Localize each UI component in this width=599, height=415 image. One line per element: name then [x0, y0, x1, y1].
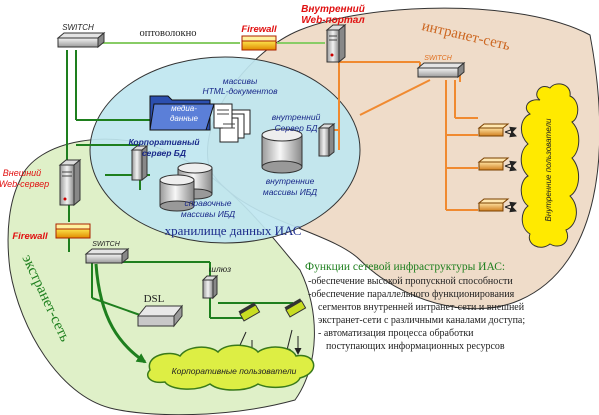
web-portal-server-icon — [325, 23, 347, 64]
switch-top-label: SWITCH — [62, 23, 94, 32]
switch-bottom-label: SWITCH — [92, 241, 121, 248]
corporate-db-server-label-2: сервер БД — [142, 148, 186, 158]
internal-db-server-label-2: Сервер БД — [275, 123, 318, 133]
functions-title: Функции сетевой инфраструктуры ИАС: — [305, 261, 505, 273]
ext-web-server-label-1: Внешний — [3, 168, 41, 178]
switch-bottom-icon — [84, 247, 130, 265]
internal-users-label: Внутренние пользователи — [544, 118, 553, 221]
functions-line-3: сегментов внутренней интранет-сети и вне… — [318, 302, 525, 313]
modem-icons — [238, 298, 307, 322]
connection-lines — [66, 42, 478, 364]
dsl-modem-icon — [136, 304, 184, 328]
media-folder-icon — [149, 95, 215, 131]
html-arrays-label-2: HTML-документов — [202, 86, 278, 96]
database-internal-icon — [261, 128, 303, 174]
media-label-1: медиа- — [171, 104, 197, 113]
internal-db-server-label-1: внутренний — [272, 112, 321, 122]
router-intranet-icons — [477, 123, 510, 212]
dsl-label: DSL — [144, 293, 165, 305]
firewall-top-icon — [241, 35, 277, 51]
ext-web-server-label-2: Web-сервер — [0, 179, 49, 189]
switch-top-icon — [56, 31, 106, 49]
firewall-top-label: Firewall — [241, 24, 277, 35]
reference-arrays-label-1: справочные — [184, 198, 231, 208]
functions-line-6: поступающих информационных ресурсов — [326, 341, 505, 352]
corporate-db-server-icon — [130, 144, 149, 182]
functions-line-5: - автоматизация процесса обработки — [318, 328, 474, 339]
corporate-users-cloud — [146, 344, 315, 391]
firewall-bottom-label: Firewall — [12, 231, 48, 242]
switch-intranet-label: SWITCH — [424, 55, 453, 62]
media-label-2: данные — [170, 114, 199, 123]
functions-text: Функции сетевой инфраструктуры ИАС: -обе… — [305, 261, 525, 352]
functions-line-4: экстранет-сети с различными каналами дос… — [318, 315, 525, 326]
firewall-bottom-icon — [55, 223, 91, 239]
functions-line-1: -обеспечение высокой пропускной способно… — [308, 276, 513, 287]
storage-label: хранилище данных ИАС — [165, 223, 302, 238]
corporate-db-server-label-1: Корпоративный — [128, 137, 200, 147]
internal-arrays-label-1: внутренние — [266, 176, 315, 186]
web-portal-label-2: Web-портал — [301, 15, 365, 26]
functions-line-2: -обеспечение параллельного функционирова… — [308, 289, 515, 300]
internal-users-cloud — [520, 83, 580, 248]
gateway-label: шлюз — [209, 264, 231, 274]
switch-intranet-icon — [416, 61, 466, 79]
external-web-server-icon — [58, 158, 82, 207]
html-arrays-label-1: массивы — [223, 76, 258, 86]
corporate-users-label: Корпоративные пользователи — [172, 366, 297, 376]
reference-arrays-label-2: массивы ИБД — [181, 209, 235, 219]
web-portal-label-1: Внутренний — [301, 4, 365, 15]
internal-arrays-label-2: массивы ИБД — [263, 187, 317, 197]
html-documents-icon — [213, 103, 251, 143]
gateway-server-icon — [201, 274, 219, 300]
internal-db-server-icon — [317, 122, 336, 158]
database-reference-icon — [159, 162, 213, 212]
fiber-label: оптоволокно — [139, 28, 196, 39]
